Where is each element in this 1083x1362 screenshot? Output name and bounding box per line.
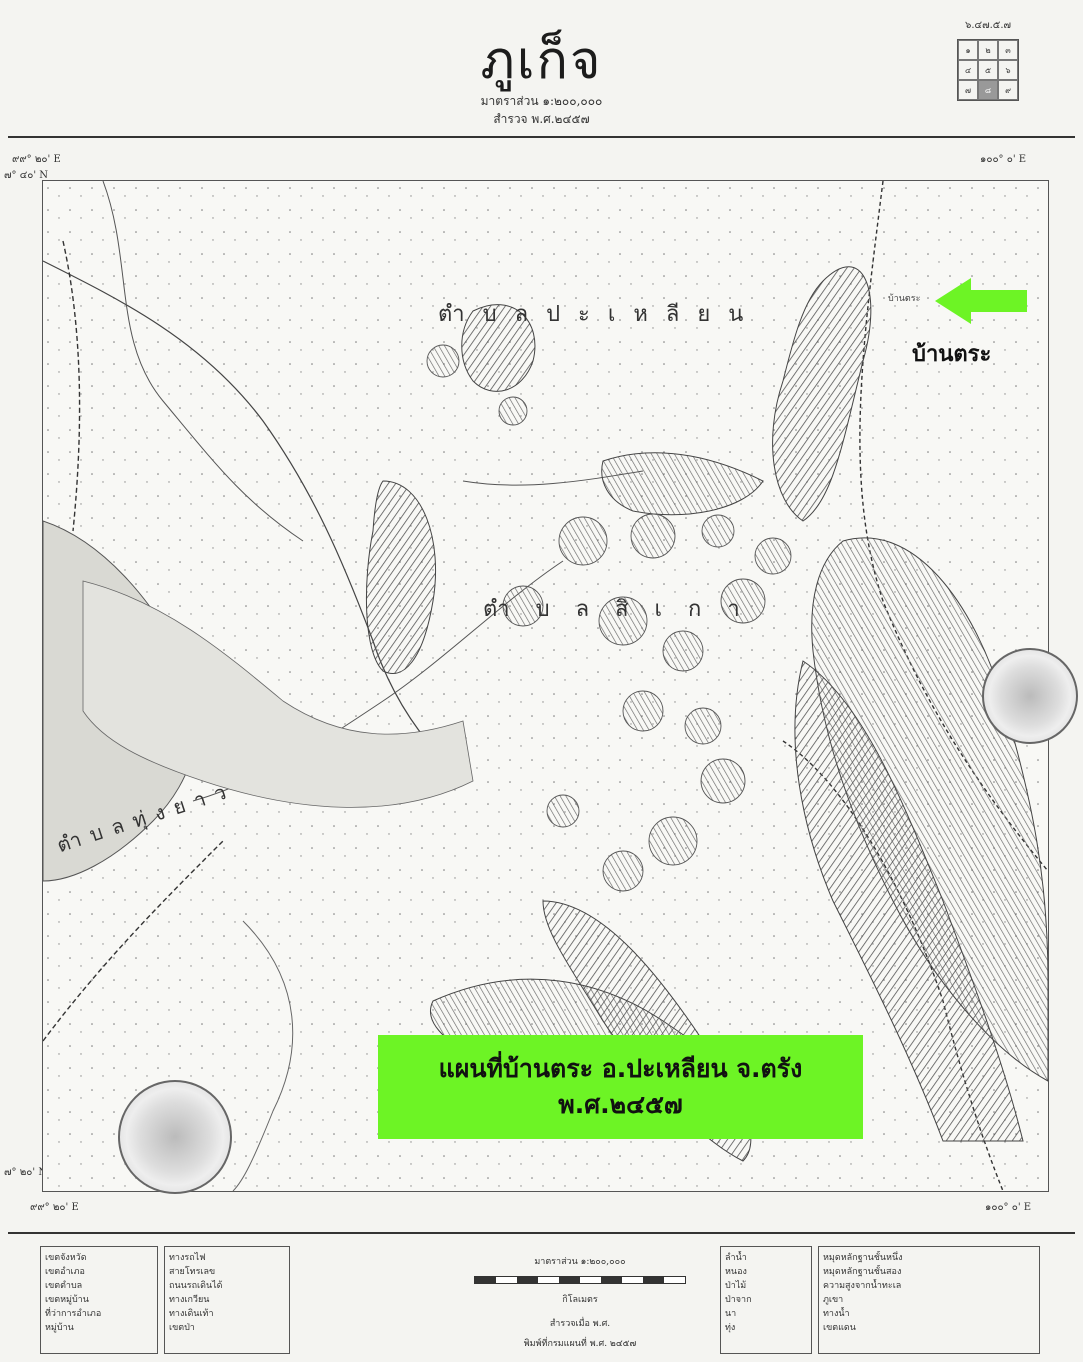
river-line — [232, 920, 294, 1191]
coord-top-right: ๑๐๐° ๐' E — [980, 154, 1027, 165]
legend-rule — [8, 1232, 1075, 1234]
legend-item: ทางรถไฟ — [169, 1253, 206, 1263]
caption-line2: พ.ศ.๒๔๕๗ — [558, 1090, 683, 1119]
legend-item: ทุ่ง — [725, 1323, 736, 1333]
legend-box-routes: ทางรถไฟ สายโทรเลข ถนนรถเดินได้ ทางเกวียน… — [164, 1246, 290, 1354]
legend-item: สายโทรเลข — [169, 1267, 216, 1277]
coord-bottom-right: ๑๐๐° ๐' E — [985, 1202, 1032, 1213]
place-label-ban-tra: บ้านตระ — [888, 294, 921, 304]
sheet-index-cell: ๕ — [978, 60, 998, 80]
sheet-index-cell: ๒ — [978, 40, 998, 60]
coord-left-bottom: ๗° ๒๐' N — [4, 1167, 48, 1178]
map-scale-text: มาตราส่วน ๑:๒๐๐,๐๐๐ — [480, 94, 603, 108]
legend-item: ป่าไม้ — [725, 1281, 747, 1291]
mountain-range — [365, 480, 437, 674]
coord-top-left: ๙๙° ๒๐' E — [12, 154, 61, 165]
mountain-range — [794, 660, 1024, 1142]
railway-line — [43, 840, 224, 1042]
sheet-index-cell: ๔ — [958, 60, 978, 80]
legend-item: เขตแดน — [823, 1323, 856, 1333]
scale-title: มาตราส่วน ๑:๒๐๐,๐๐๐ — [534, 1257, 626, 1267]
seal-stamp — [118, 1080, 232, 1194]
legend-scale-panel: มาตราส่วน ๑:๒๐๐,๐๐๐ กิโลเมตร สำรวจเมื่อ … — [430, 1254, 730, 1350]
seal-stamp — [982, 648, 1078, 744]
river-line — [43, 260, 464, 782]
legend-item: นา — [725, 1309, 737, 1319]
legend-item: เขตตำบล — [45, 1281, 83, 1291]
legend-item: หมุดหลักฐานชั้นสอง — [823, 1267, 902, 1277]
sheet-index-cell: ๖ — [998, 60, 1018, 80]
legend-box-boundaries: เขตจังหวัด เขตอำเภอ เขตตำบล เขตหมู่บ้าน … — [40, 1246, 158, 1354]
scale-bar — [474, 1276, 686, 1284]
map-title: ภูเก็จ — [480, 31, 603, 91]
hill — [461, 304, 536, 392]
legend-item: ทางเกวียน — [169, 1295, 210, 1305]
printed-text: พิมพ์ที่กรมแผนที่ พ.ศ. ๒๔๕๗ — [523, 1339, 637, 1349]
legend-item: หมุดหลักฐานชั้นหนึ่ง — [823, 1253, 903, 1263]
hill-cluster — [426, 344, 792, 892]
place-label: ตำบลปะเหลียน — [438, 302, 762, 327]
sheet-index: ๖.๔๗.๕.๗ ๑ ๒ ๓ ๔ ๕ ๖ ๗ ๘ ๙ — [933, 18, 1043, 101]
legend-item: ภูเขา — [823, 1295, 844, 1305]
settlement-area — [82, 580, 474, 808]
arrow-label: บ้านตระ — [912, 342, 992, 367]
railway-line — [62, 240, 81, 532]
sheet-index-grid: ๑ ๒ ๓ ๔ ๕ ๖ ๗ ๘ ๙ — [957, 39, 1019, 101]
legend-item: ลำน้ำ — [725, 1253, 747, 1263]
river-line — [102, 181, 304, 542]
surveyed-text: สำรวจเมื่อ พ.ศ. — [549, 1319, 611, 1329]
sheet-index-cell: ๓ — [998, 40, 1018, 60]
sheet-index-cell: ๗ — [958, 80, 978, 100]
sheet-index-cell: ๑ — [958, 40, 978, 60]
legend-item: ทางน้ำ — [823, 1309, 850, 1319]
legend-item: หมู่บ้าน — [45, 1323, 74, 1333]
sheet-number: ๖.๔๗.๕.๗ — [964, 20, 1012, 31]
legend-item: เขตอำเภอ — [45, 1267, 85, 1277]
legend-item: ถนนรถเดินได้ — [169, 1281, 223, 1291]
coord-left-top: ๗° ๔๐' N — [4, 170, 49, 181]
legend-item: ทางเดินเท้า — [169, 1309, 214, 1319]
legend-box-features: ลำน้ำ หนอง ป่าไม้ ป่าจาก นา ทุ่ง — [720, 1246, 812, 1354]
mountain-range — [601, 452, 764, 516]
legend-item: หนอง — [725, 1267, 747, 1277]
legend-item: ที่ว่าการอำเภอ — [45, 1309, 102, 1319]
green-arrow-icon — [935, 278, 1027, 324]
sheet-index-cell-current: ๘ — [978, 80, 998, 100]
legend-item: เขตหมู่บ้าน — [45, 1295, 89, 1305]
legend-item: ความสูงจากน้ำทะเล — [823, 1281, 902, 1291]
legend-item: เขตจังหวัด — [45, 1253, 87, 1263]
sheet-index-cell: ๙ — [998, 80, 1018, 100]
legend-item: เขตป่า — [169, 1323, 195, 1333]
map-legend: เขตจังหวัด เขตอำเภอ เขตตำบล เขตหมู่บ้าน … — [40, 1242, 1045, 1357]
place-label: ตำบลสิเกา — [483, 597, 766, 622]
scale-unit: กิโลเมตร — [562, 1295, 598, 1305]
legend-box-markers: หมุดหลักฐานชั้นหนึ่ง หมุดหลักฐานชั้นสอง … — [818, 1246, 1040, 1354]
caption-line1: แผนที่บ้านตระ อ.ปะเหลียน จ.ตรัง — [438, 1054, 803, 1083]
map-survey-text: สำรวจ พ.ศ.๒๔๕๗ — [493, 112, 590, 126]
coord-bottom-left: ๙๙° ๒๐' E — [30, 1202, 79, 1213]
caption-box: แผนที่บ้านตระ อ.ปะเหลียน จ.ตรัง พ.ศ.๒๔๕๗ — [378, 1035, 863, 1139]
header-rule — [8, 136, 1075, 138]
mountain-range — [772, 266, 872, 522]
legend-item: ป่าจาก — [725, 1295, 752, 1305]
